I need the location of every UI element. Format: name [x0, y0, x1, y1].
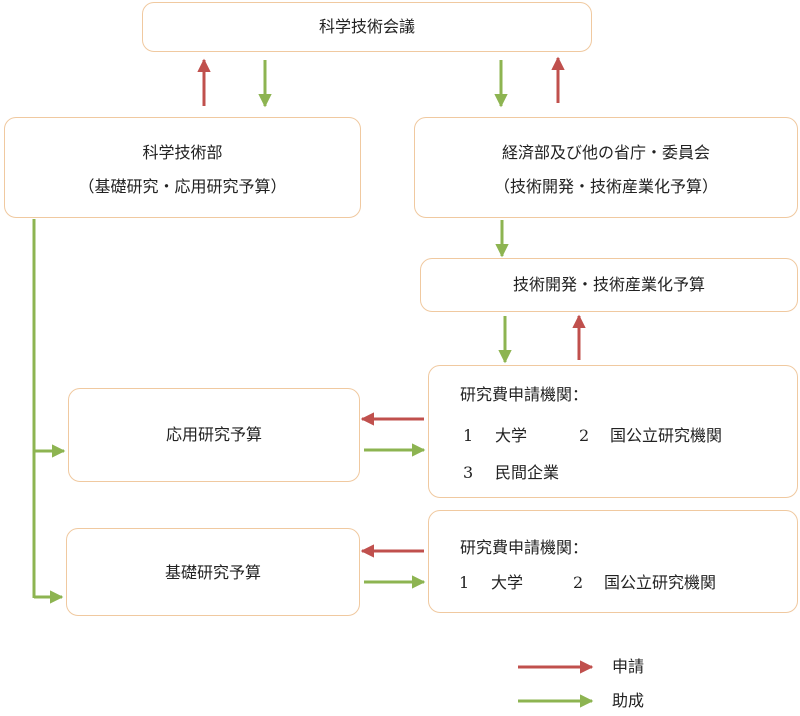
applicant-num: 2 [573, 573, 584, 592]
applicant-label: 大学 [491, 573, 524, 592]
legend-apply-label: 申請 [612, 657, 645, 676]
tech-budget-label: 技術開発・技術産業化予算 [512, 275, 705, 294]
mest-budget: （基礎研究・応用研究予算） [78, 177, 287, 196]
legend-grant-label: 助成 [612, 691, 645, 710]
applicant-num: 1 [459, 573, 470, 592]
council-title: 科学技術会議 [318, 17, 415, 36]
tech-budget-box [420, 258, 798, 312]
other-ministries-name: 経済部及び他の省庁・委員会 [501, 143, 710, 162]
other-ministries-budget: （技術開発・技術産業化予算） [493, 177, 718, 196]
applicants-applied-title: 研究費申請機関： [460, 385, 589, 404]
mest-name: 科学技術部 [142, 143, 223, 162]
basic-budget-label: 基礎研究予算 [164, 563, 261, 582]
applied-budget-label: 応用研究予算 [165, 425, 262, 444]
applicant-num: 1 [463, 426, 474, 445]
applicant-label: 民間企業 [495, 463, 560, 482]
mest-box [4, 117, 361, 218]
applicant-label: 国公立研究機関 [604, 573, 717, 592]
other-ministries-box [414, 117, 798, 218]
applicants-applied-box [428, 365, 798, 498]
applicant-label: 大学 [495, 426, 528, 445]
basic-budget-box [66, 528, 360, 616]
applicant-num: 2 [579, 426, 590, 445]
applicants-basic-title: 研究費申請機関： [460, 538, 589, 557]
applicant-label: 国公立研究機関 [610, 426, 723, 445]
applicant-num: 3 [463, 463, 474, 482]
council-box [142, 2, 592, 52]
applicants-basic-box [428, 510, 798, 613]
applied-budget-box [68, 388, 360, 482]
